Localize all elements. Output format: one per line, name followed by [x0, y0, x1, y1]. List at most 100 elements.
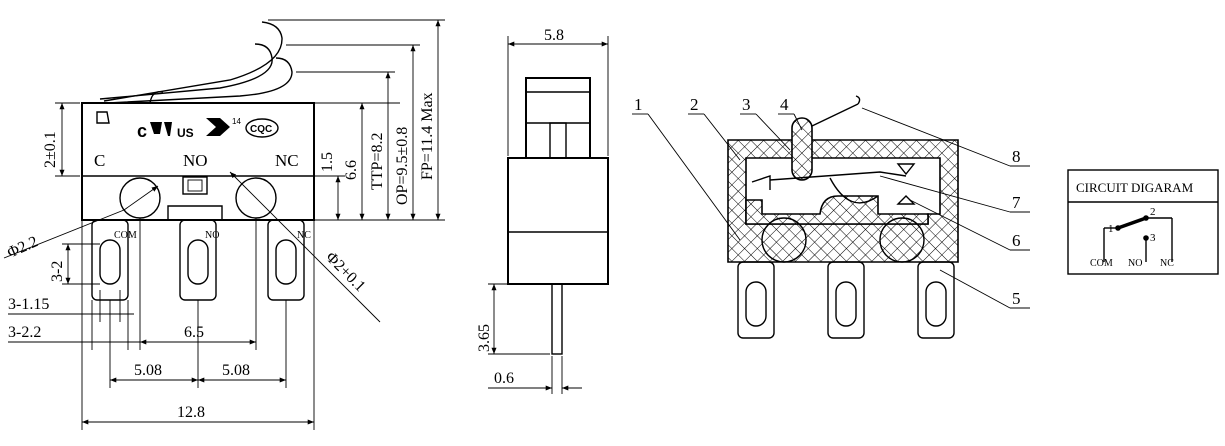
dim-3-1.15: 3-1.15	[8, 296, 49, 313]
circuit-title: CIRCUIT DIGARAM	[1076, 180, 1194, 195]
switch-blade	[1117, 216, 1147, 230]
pin-label-com: COM	[114, 230, 137, 241]
section-lever	[811, 103, 859, 127]
node-1	[1115, 225, 1121, 231]
lever-pivot	[149, 91, 164, 104]
ul-mark-icon-r	[164, 122, 172, 136]
mount-hole-left	[119, 177, 161, 219]
side-body	[507, 157, 609, 285]
nc-contact	[896, 163, 916, 176]
side-pin	[551, 283, 563, 355]
dim-3-2: 3-2	[49, 261, 66, 282]
cert-cqc: CQC	[250, 124, 272, 135]
circuit-label-no: NO	[1128, 258, 1142, 269]
dim-fp: FP=11.4 Max	[419, 92, 436, 180]
dim-op: OP=9.5±0.8	[394, 127, 411, 205]
inner-base	[745, 195, 929, 225]
circuit-diagram: CIRCUIT DIGARAM 1 2 3 COM NO NC	[1067, 169, 1219, 275]
node-label-1: 1	[1108, 223, 1114, 235]
callout-8: 8	[1012, 147, 1021, 166]
callout-leader	[647, 113, 741, 241]
lever-tip	[855, 95, 861, 105]
callout-leader	[793, 113, 803, 131]
dim-3-2.2: 3-2.2	[8, 324, 41, 341]
cert-us: US	[177, 126, 194, 140]
leader-line	[229, 171, 381, 323]
section-pin-no	[827, 261, 865, 339]
lever-free	[107, 57, 293, 104]
terminal-label-c: C	[94, 151, 105, 170]
section-pin-nc-slot	[925, 281, 947, 327]
section-view: 1 2 3 4 8 7 6 5	[632, 95, 1030, 339]
ul-mark-icon	[150, 122, 162, 134]
dim-dia-2: Φ2+0.1	[322, 249, 368, 295]
section-pin-no-slot	[835, 281, 857, 327]
dim-12.8: 12.8	[177, 404, 205, 421]
leader-line	[3, 209, 125, 259]
circuit-label-com: COM	[1090, 258, 1113, 269]
lever-op	[103, 21, 283, 102]
center-base	[167, 205, 223, 220]
com-anchor	[751, 175, 771, 190]
dim-5.08-b: 5.08	[222, 362, 250, 379]
section-hole-left	[761, 217, 807, 263]
no-contact	[896, 195, 916, 205]
section-pin-nc	[917, 261, 955, 339]
dim-5.08-a: 5.08	[134, 362, 162, 379]
cert-marks: c US 14 CQC	[96, 111, 279, 141]
callout-1: 1	[634, 95, 643, 114]
dim-6.5: 6.5	[184, 324, 204, 341]
callout-2: 2	[690, 95, 699, 114]
node-3	[1143, 235, 1149, 241]
cert-c: c	[137, 121, 147, 141]
spring-blade	[769, 171, 907, 181]
terminal-label-no: NO	[183, 151, 208, 170]
terminal-label-nc: NC	[275, 151, 299, 170]
callout-leader	[861, 107, 1011, 167]
node-label-3: 3	[1150, 232, 1156, 244]
circuit-box	[1067, 169, 1219, 275]
plunger	[791, 117, 813, 181]
lever-fp	[99, 43, 273, 100]
dim-pin-thickness: 0.6	[494, 370, 514, 387]
cert-14: 14	[232, 117, 241, 126]
enec-mark-icon	[206, 118, 230, 136]
callout-6: 6	[1012, 231, 1021, 250]
callout-3: 3	[742, 95, 751, 114]
pin-com-slot	[99, 239, 121, 285]
callout-5: 5	[1012, 289, 1021, 308]
dim-ttp: TTP=8.2	[369, 133, 386, 190]
callout-leader	[703, 113, 741, 161]
callout-4: 4	[780, 95, 789, 114]
circuit-label-nc: NC	[1160, 258, 1174, 269]
side-actuator-housing	[525, 77, 591, 159]
dim-2: 2±0.1	[42, 131, 59, 168]
leader-line	[123, 185, 159, 211]
section-hole-right	[879, 217, 925, 263]
section-pin-com	[737, 261, 775, 339]
pin-nc-slot	[275, 239, 297, 285]
callout-leader	[755, 113, 791, 151]
callout-leader	[879, 175, 1011, 213]
dim-6.6: 6.6	[343, 160, 360, 180]
dim-side-width: 5.8	[544, 27, 564, 44]
pin-label-no: NO	[205, 230, 219, 241]
pin-label-nc: NC	[297, 230, 311, 241]
dim-pin-length: 3.65	[476, 324, 493, 352]
callout-7: 7	[1012, 193, 1021, 212]
spring-loop	[829, 177, 879, 204]
callout-leader	[909, 199, 1011, 251]
section-pin-com-slot	[745, 281, 767, 327]
side-plunger	[549, 122, 567, 159]
dim-dia-2.2: Φ2.2	[5, 233, 41, 261]
actuator-slot-inner	[187, 179, 203, 192]
dim-1.5: 1.5	[319, 152, 336, 172]
side-view: 5.8 3.65 0.6	[476, 27, 609, 394]
cqc-mark-icon	[245, 118, 279, 138]
front-view: C NO NC COM NO NC c US 14 CQC 2±0.1 1.5 …	[3, 19, 445, 430]
callout-leader	[939, 269, 1011, 309]
node-2	[1143, 215, 1149, 221]
actuator-slot	[182, 176, 208, 195]
